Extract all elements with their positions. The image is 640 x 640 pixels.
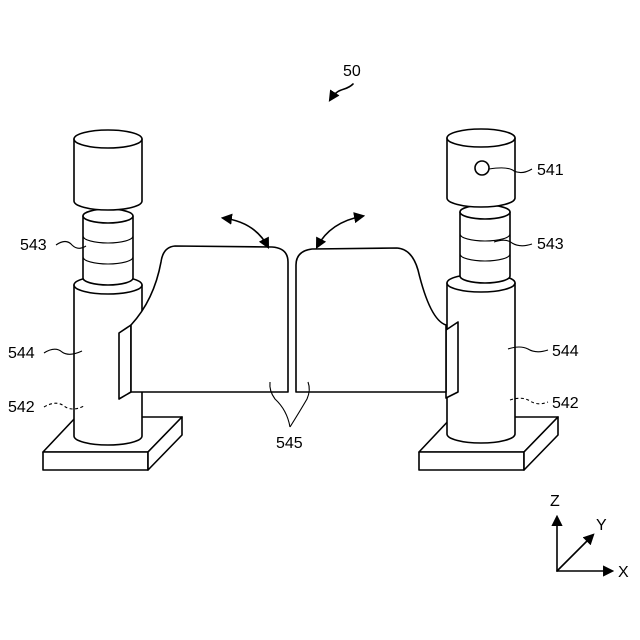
label-541: 541 [537,162,564,179]
left-slot [119,325,131,399]
right-neck [460,205,510,283]
label-543-left: 543 [20,237,47,254]
label-544-right: 544 [552,343,579,360]
left-swing-arrow [223,218,268,247]
right-slot [446,322,458,398]
axis-triad: Z Y X [550,493,629,581]
label-542-right: 542 [552,395,579,412]
left-neck [83,209,133,285]
right-swing-arrow [317,216,363,247]
left-head [74,130,142,210]
axis-x-label: X [618,564,629,581]
label-545: 545 [276,435,303,452]
label-543-right: 543 [537,236,564,253]
assembly-arrow [330,84,353,100]
leader-543-left [56,242,86,249]
right-flap [296,248,446,392]
label-542-left: 542 [8,399,35,416]
axis-y-label: Y [596,517,607,534]
label-544-left: 544 [8,345,35,362]
left-flap [131,246,288,392]
axis-y-arrow [557,535,593,571]
right-unit [419,129,558,470]
assembly-label: 50 [343,63,361,80]
axis-z-label: Z [550,493,560,510]
sensor-hole [475,161,489,175]
